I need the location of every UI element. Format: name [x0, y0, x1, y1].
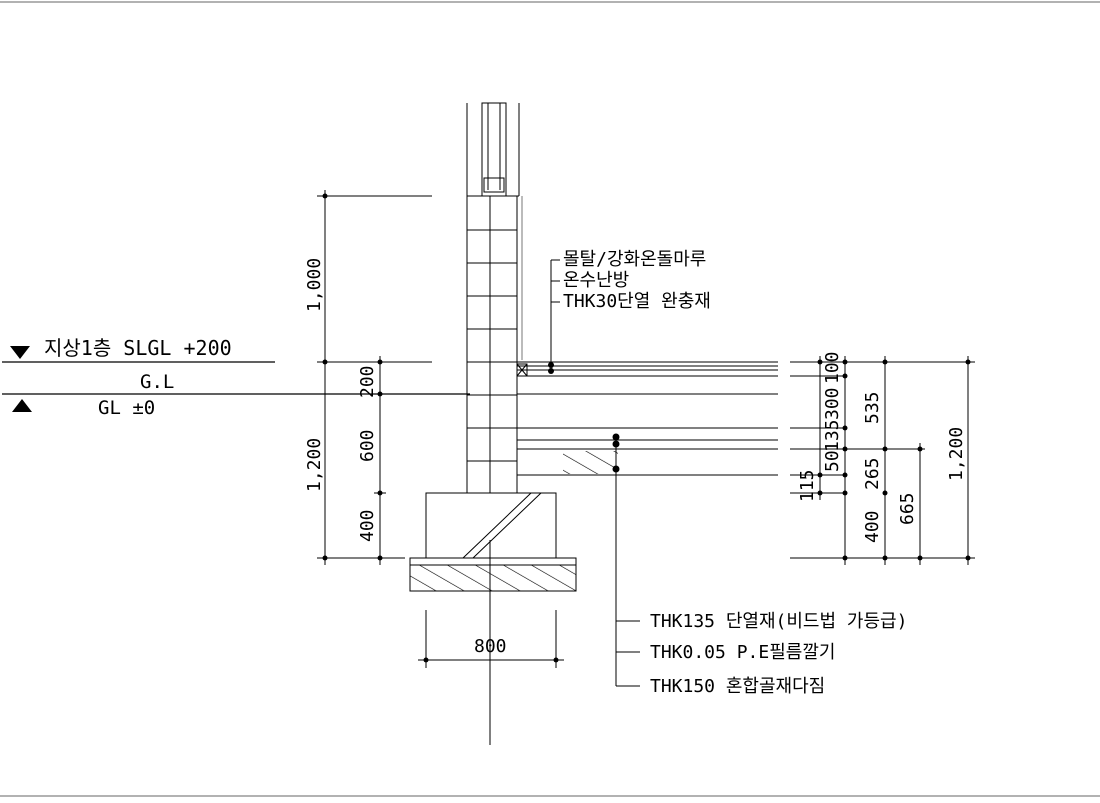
callout-top-dot-1	[548, 362, 554, 368]
dim-right-b-2: 265	[862, 457, 883, 490]
block-wall	[466, 195, 523, 494]
floor-layers	[516, 361, 778, 476]
dim-right-a-2: 300	[822, 387, 843, 420]
dim-left-outer	[317, 190, 432, 565]
dim-right-a-3: 135	[822, 419, 843, 452]
callout-top-2: 온수난방	[563, 270, 629, 291]
dim-footing-label: 800	[474, 636, 507, 657]
dim-left-inner-3: 400	[357, 509, 378, 542]
callout-bottom-dot-3	[612, 465, 620, 473]
callout-bottom-dot-1	[612, 433, 620, 441]
gl-center-label: G.L	[140, 371, 174, 393]
dim-right-b-1: 535	[862, 391, 883, 424]
level-upper-label: 지상1층 SLGL +200	[44, 336, 232, 360]
dim-right-a-1: 100	[822, 351, 843, 384]
callout-bottom-1: THK135 단열재(비드법 가등급)	[650, 611, 907, 632]
level-marker-upper: 지상1층 SLGL +200	[2, 336, 275, 363]
dim-right-b-3: 400	[862, 510, 883, 543]
dim-right-a-4: 50	[822, 450, 843, 472]
callout-bottom-3: THK150 혼합골재다짐	[650, 676, 825, 697]
callout-top-leader	[550, 259, 560, 370]
callout-top-dot-2	[548, 368, 554, 374]
dim-right-d-1: 1,200	[946, 427, 967, 481]
footing	[409, 492, 577, 592]
level-marker-lower: GL ±0	[12, 397, 155, 419]
dim-right-c-1: 665	[897, 492, 918, 525]
dim-right-a-5: 115	[797, 469, 818, 502]
callout-bottom-2: THK0.05 P.E필름깔기	[650, 642, 835, 663]
dim-left-outer-2: 1,200	[304, 438, 325, 492]
upper-wall	[466, 102, 520, 197]
dim-left-outer-1: 1,000	[304, 258, 325, 312]
callout-top-3: THK30단열 완충재	[563, 291, 711, 312]
dim-left-inner-2: 600	[357, 429, 378, 462]
level-lower-label: GL ±0	[98, 397, 155, 419]
callout-bottom-dot-2	[612, 440, 620, 448]
callout-top-1: 몰탈/강화온돌마루	[563, 249, 706, 270]
callout-bottom-leader	[615, 436, 640, 687]
dim-left-inner-1: 200	[357, 365, 378, 398]
dim-ticks	[322, 193, 971, 663]
